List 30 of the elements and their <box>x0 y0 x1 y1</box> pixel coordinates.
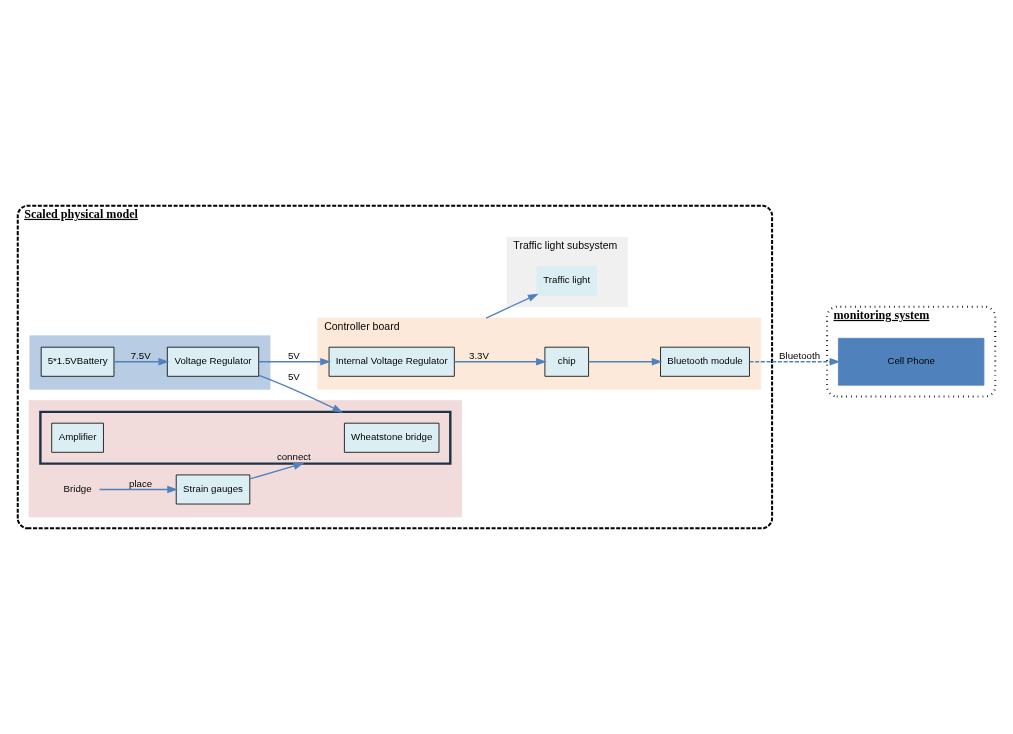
edge-label: 5V <box>287 350 300 361</box>
edge-label: 7.5V <box>130 350 151 361</box>
arrow <box>98 485 178 494</box>
node-box: Voltage Regulator <box>166 346 260 377</box>
arrow <box>485 293 539 319</box>
arrow <box>258 374 343 413</box>
node-box: Traffic light <box>536 265 598 296</box>
arrow <box>587 358 663 366</box>
node-box: chip <box>544 346 589 377</box>
edge-label: place <box>129 477 153 489</box>
cluster <box>28 400 463 518</box>
edge-label: Bluetooth <box>779 350 821 361</box>
edge-label: 3.3V <box>469 350 489 361</box>
edge-label: 5V <box>287 371 300 383</box>
arrow <box>453 358 547 366</box>
arrow <box>749 358 841 366</box>
node-box: Internal Voltage Regulator <box>328 346 455 377</box>
node-box: Bluetooth module <box>660 346 750 377</box>
node-box: Strain gauges <box>175 474 251 505</box>
node-box: Amplifier <box>51 422 104 453</box>
arrow <box>113 358 170 366</box>
arrow <box>249 462 305 480</box>
edge-label: connect <box>276 451 311 463</box>
node-text: Bridge <box>63 483 92 494</box>
cluster <box>29 335 271 390</box>
node-box: 5*1.5VBattery <box>40 346 115 377</box>
arrow <box>258 358 331 366</box>
cluster <box>39 410 452 465</box>
node-box: Wheatstone bridge <box>344 422 440 453</box>
node-box: Cell Phone <box>838 337 985 386</box>
